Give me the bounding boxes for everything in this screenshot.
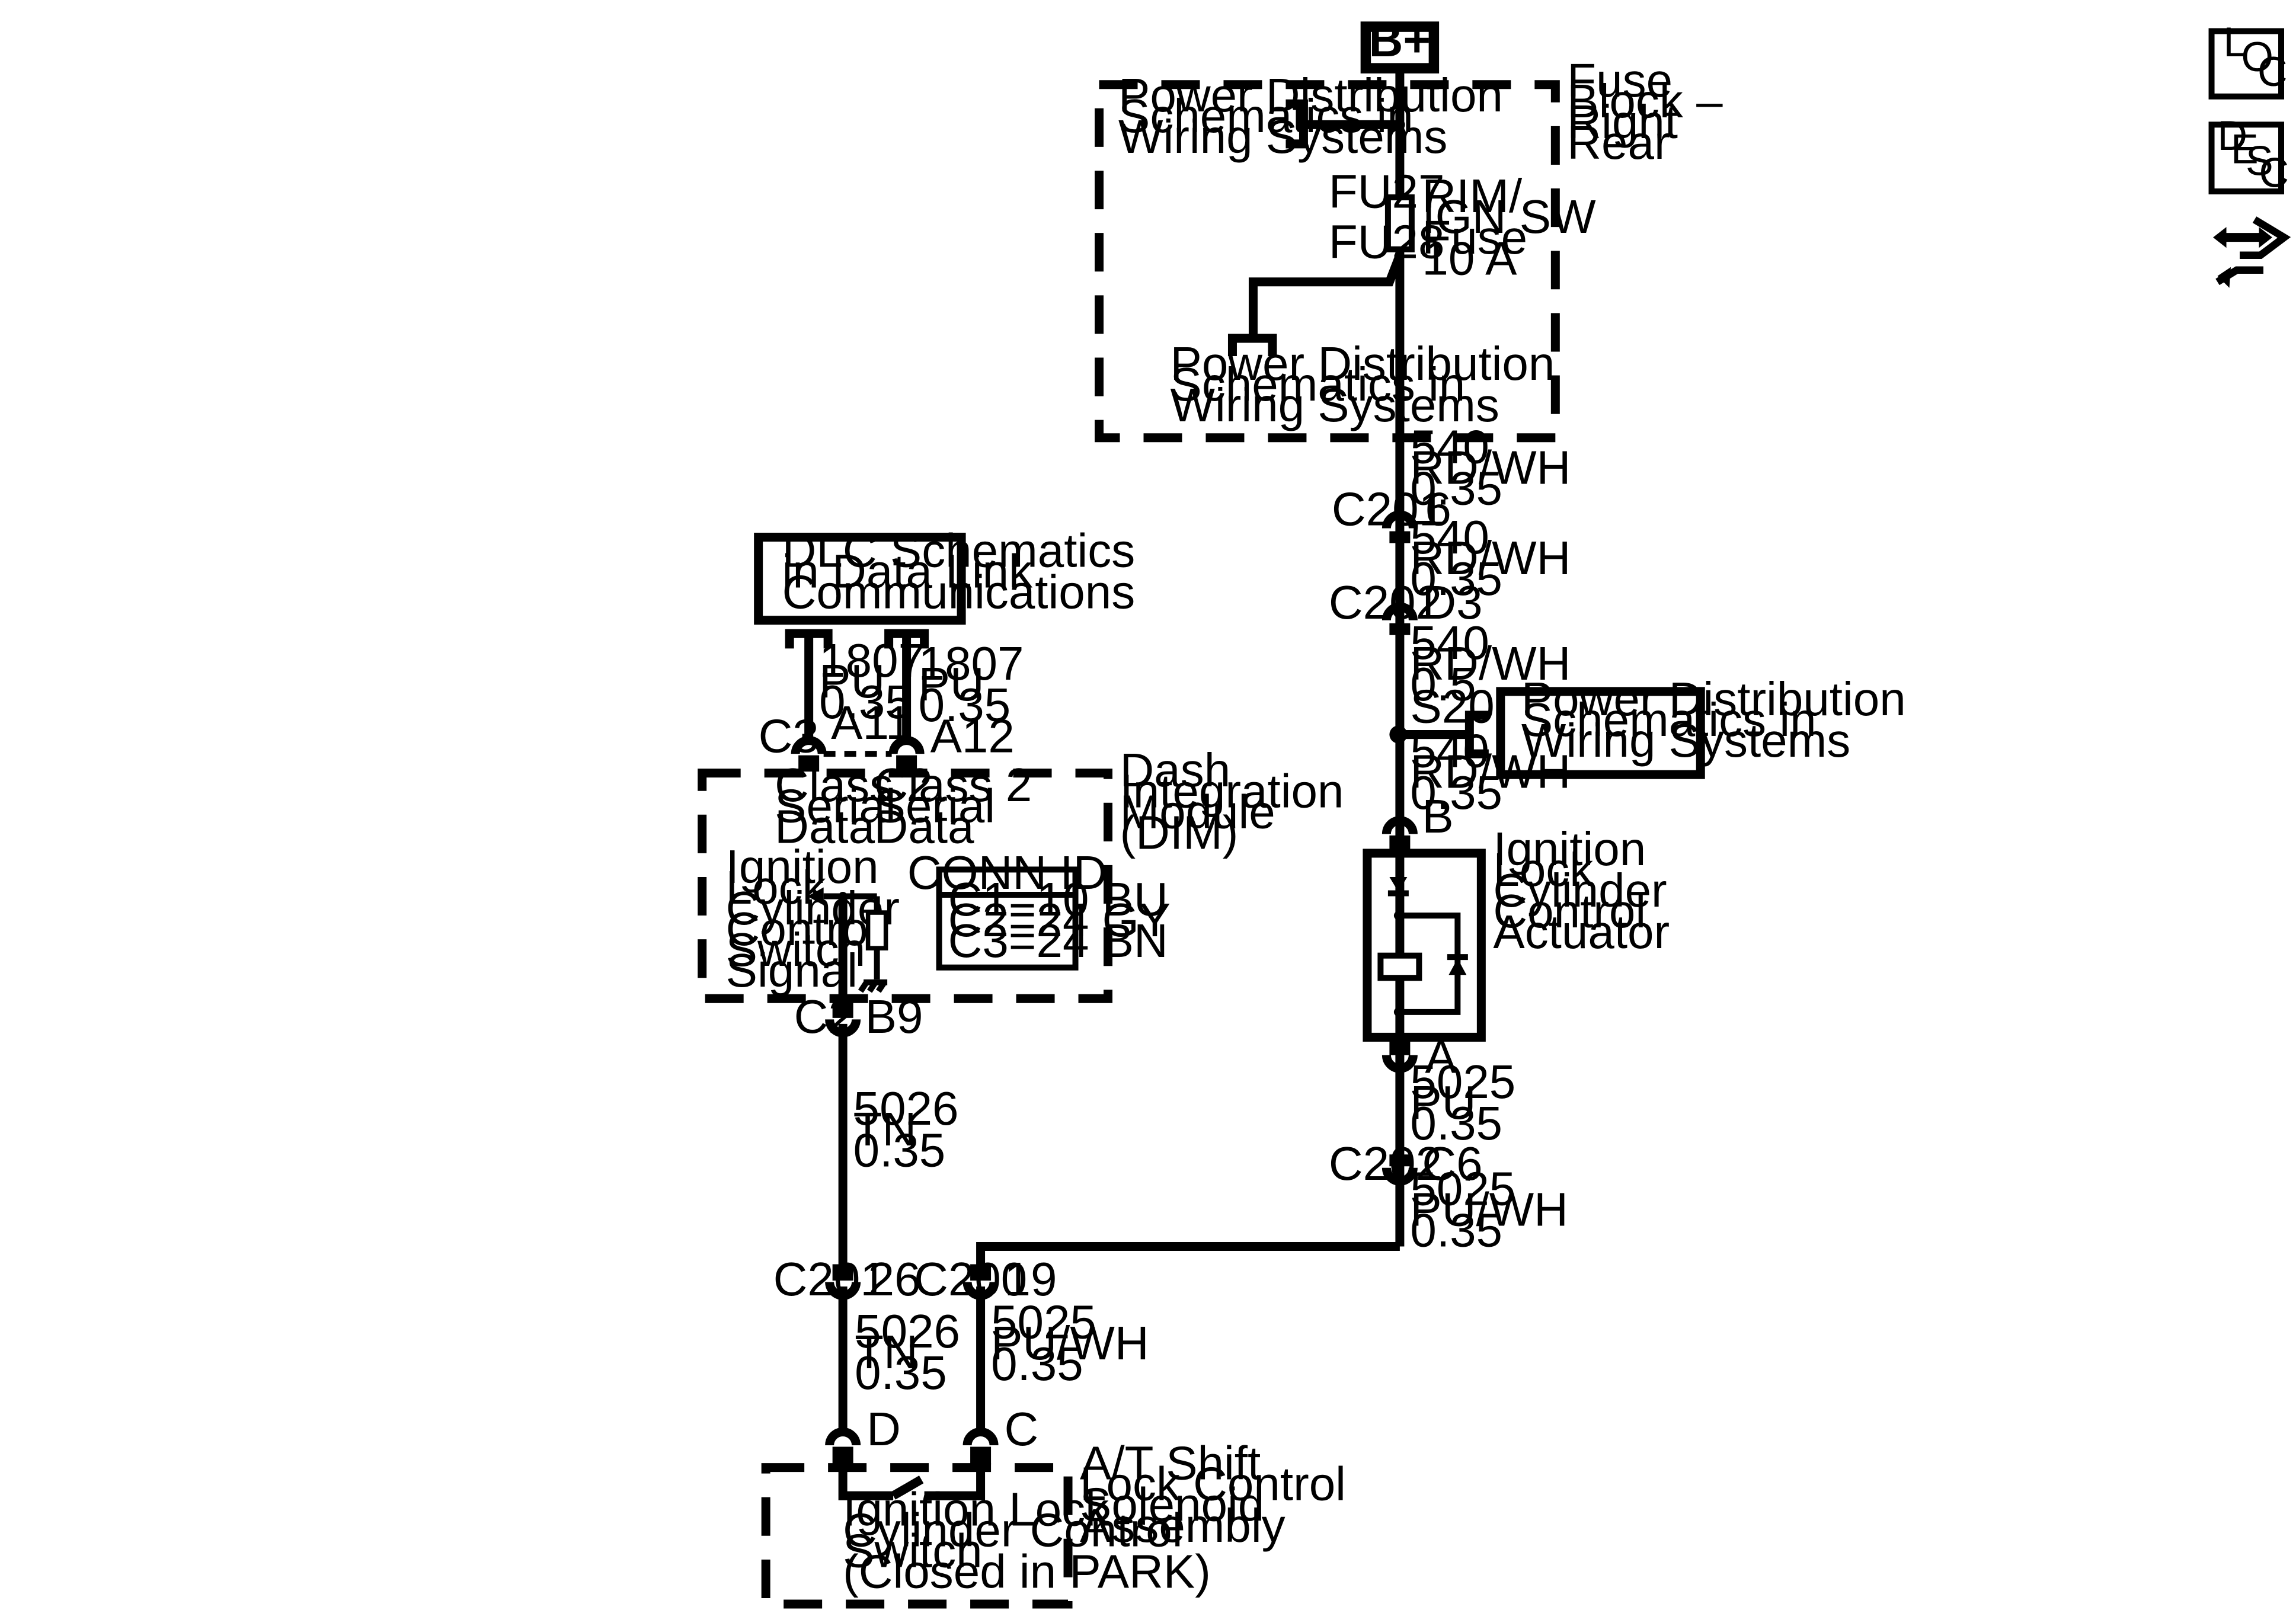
conn-id-box xyxy=(936,866,1079,971)
fuse-branch-wire xyxy=(1248,253,1404,338)
wire-label-1: 540 RD/WH 0.35 xyxy=(1410,420,1584,514)
actuator-box xyxy=(1363,849,1486,1042)
connector-c202-bottom-name: C202 xyxy=(1329,1137,1442,1190)
dlc-ref-text: DLC Schematics in Data Link Communicatio… xyxy=(782,524,1149,619)
dim-title: Dash Integration Module (DIM) xyxy=(1120,744,1357,859)
fuse-symbol xyxy=(1384,194,1415,252)
svg-text:L: L xyxy=(2224,19,2247,65)
connector-c201-top-name: C201 xyxy=(1332,482,1445,535)
connector-c3-a12 xyxy=(888,736,925,754)
ground-icon xyxy=(858,979,888,993)
connector-c201-top-pin-label: 6 xyxy=(1425,482,1451,535)
battery-positive-label: B+ xyxy=(1369,14,1431,66)
connector-actuator-b-label: B xyxy=(1422,790,1453,843)
wire-label-5: 5025 PU 0.35 xyxy=(1410,1055,1528,1150)
switch-contact-right xyxy=(924,1464,986,1500)
connector-c3-pin-a: A11 xyxy=(831,696,912,749)
wire-label-3: 540 RD/WH 0.5 xyxy=(1410,616,1584,710)
fuse-rating-label: RIM/ IGN SW Fuse 10 A xyxy=(1422,169,1609,284)
fuse-out-label: FU28 xyxy=(1329,216,1445,268)
pull-down-resistor-icon xyxy=(865,910,888,950)
switch-contact-left xyxy=(838,1464,894,1500)
solenoid-assembly-title: A/T Shift Lock Control Solenoid Assembly xyxy=(1080,1437,1359,1552)
svg-text:O: O xyxy=(2241,34,2273,80)
wire-label-8: 5026 TN 0.35 xyxy=(855,1305,973,1399)
dim-class2-a: Class 2 Serial Data xyxy=(775,758,946,853)
svg-text:E: E xyxy=(2231,126,2259,172)
connector-solenoid-c-label: C xyxy=(1005,1403,1039,1455)
switch-blade-icon xyxy=(891,1475,924,1500)
wire-label-dlc-a: 1807 PU 0.35 xyxy=(819,634,938,728)
ref-bracket-bottom xyxy=(1227,334,1277,356)
s200-ref-text: Power Distribution Schematics in Wiring … xyxy=(1521,673,1919,767)
connector-c201-bottom-name: C201 xyxy=(773,1253,887,1305)
connector-c2-pin: B9 xyxy=(865,990,923,1043)
wire-label-6: 5025 PU/WH 0.35 xyxy=(1410,1162,1581,1256)
connector-c200-name: C200 xyxy=(914,1253,1027,1305)
connector-solenoid-d xyxy=(825,1427,861,1446)
loc-icon[interactable]: L O C xyxy=(2208,19,2288,100)
fuse-block-title: Fuse Block – Right Rear xyxy=(1567,54,1735,169)
connector-solenoid-d-label: D xyxy=(866,1403,901,1455)
connector-c202-top-name: C202 xyxy=(1329,576,1442,629)
actuator-suppression-diode-icon xyxy=(1448,958,1467,975)
connector-c202-bottom xyxy=(1382,1167,1418,1186)
solenoid-assembly-outline xyxy=(761,1463,1073,1609)
connector-c201-top xyxy=(1382,510,1418,529)
connector-actuator-a-label: A xyxy=(1425,1030,1457,1083)
connector-c202-top-pin-label: D3 xyxy=(1422,576,1482,629)
actuator-coil-icon xyxy=(1377,952,1422,981)
fuse-in-label: FU27 xyxy=(1329,165,1445,218)
connector-c3-name: C3 xyxy=(759,710,819,763)
connector-c201-bottom-pin: 26 xyxy=(868,1253,921,1305)
signal-arrow-icon xyxy=(807,887,824,905)
conn-id-title: CONN ID xyxy=(907,846,1108,899)
connector-c3-pin-b: A12 xyxy=(930,710,1015,763)
wire-label-9: 5025 PU/WH 0.35 xyxy=(991,1296,1162,1390)
desc-icon[interactable]: D E S C xyxy=(2208,113,2289,196)
dlc-ref-box xyxy=(754,532,966,625)
s200-ref-box xyxy=(1496,687,1705,779)
connector-solenoid-c xyxy=(962,1427,999,1446)
fuse-block-outline xyxy=(1095,80,1560,443)
dim-signal-label: Ignition Lock Cylinder Control Switch Si… xyxy=(726,840,913,997)
junction-dot-top xyxy=(1395,119,1405,130)
svg-text:S: S xyxy=(2246,137,2273,184)
fuse-block-ref-top: Power Distribution Schematics in Wiring … xyxy=(1118,69,1516,163)
dim-class2-b: Class 2 Serial Data xyxy=(874,758,1045,853)
svg-text:C: C xyxy=(2257,49,2288,95)
wire-label-4: 540 RD/WH 0.35 xyxy=(1410,725,1584,819)
fuse-block-ref-bottom: Power Distribution Schematics in Wiring … xyxy=(1170,337,1568,431)
connector-actuator-a xyxy=(1382,1054,1418,1073)
actuator-title: Ignition Lock Cylinder Control Actuator xyxy=(1493,822,1680,958)
connector-actuator-b xyxy=(1382,816,1418,834)
connector-c200-pin: 19 xyxy=(1005,1253,1057,1305)
wire-label-dlc-b: 1807 PU 0.35 xyxy=(919,637,1037,731)
wire-label-2: 540 RD/WH 0.35 xyxy=(1410,511,1584,605)
splice-ref-bracket xyxy=(1464,710,1489,758)
dim-module-outline xyxy=(698,769,1113,1003)
wire-label-7: 5026 TN 0.35 xyxy=(853,1082,972,1176)
connector-c202-top xyxy=(1382,602,1418,621)
connector-c202-bottom-pin-label: C6 xyxy=(1422,1137,1482,1190)
connector-c3-a11 xyxy=(791,736,827,754)
svg-text:C: C xyxy=(2259,149,2289,196)
navigation-arrows-icon[interactable] xyxy=(2213,216,2291,288)
switch-label: Ignition Lock Cylinder Control Switch (C… xyxy=(843,1483,1211,1598)
actuator-diode-icon xyxy=(1389,876,1408,892)
conn-id-list: C1=10 BU C2=24 GY C3=24 BN xyxy=(948,873,1184,967)
svg-text:D: D xyxy=(2218,113,2248,159)
